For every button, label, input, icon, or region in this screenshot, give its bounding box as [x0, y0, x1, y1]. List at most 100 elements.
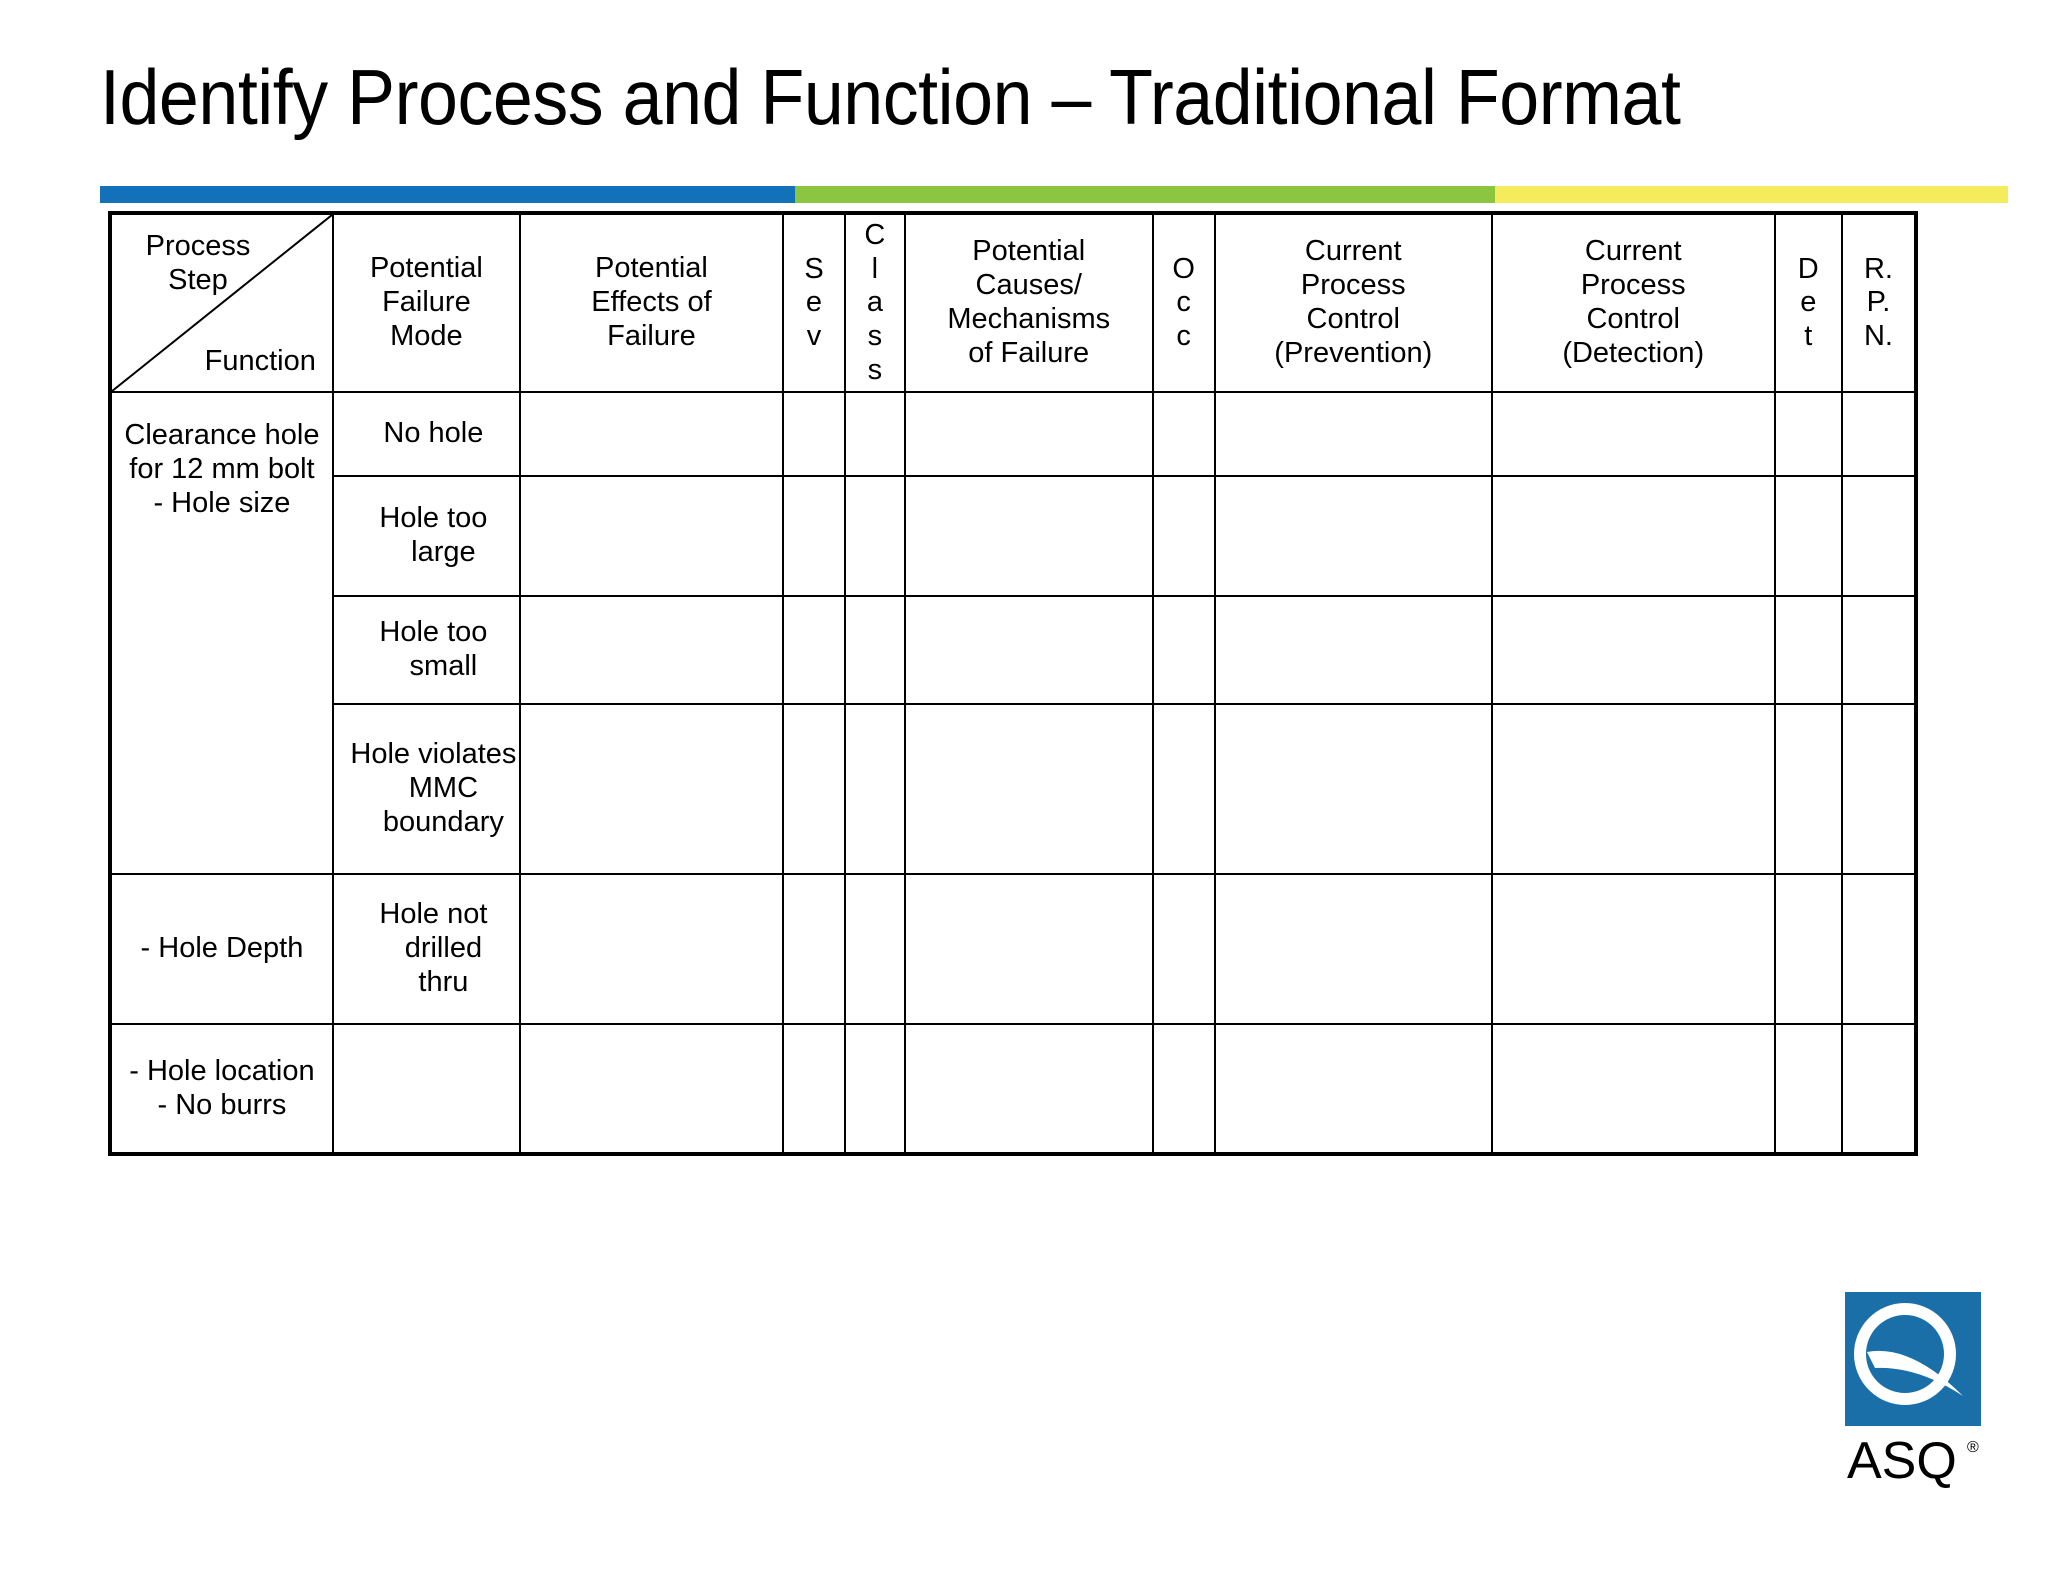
cell-effects[interactable]	[518, 595, 785, 706]
cell-det[interactable]	[1773, 595, 1843, 706]
cell-failure-mode[interactable]	[331, 1023, 521, 1156]
cell-effects[interactable]	[518, 391, 785, 478]
cell-causes[interactable]	[903, 475, 1154, 598]
cell-causes[interactable]	[903, 873, 1154, 1026]
cell-function-hole-depth[interactable]: - Hole Depth	[109, 873, 334, 1026]
header-potential-causes-mechanisms: Potential Causes/ Mechanisms of Failure	[903, 211, 1154, 394]
cell-causes[interactable]	[903, 703, 1154, 876]
cell-occ[interactable]	[1151, 873, 1216, 1026]
cell-sev[interactable]	[782, 703, 846, 876]
cell-sev[interactable]	[782, 595, 846, 706]
cell-sev[interactable]	[782, 1023, 846, 1156]
header-rpn: R. P. N.	[1840, 211, 1918, 394]
header-potential-failure-mode: Potential Failure Mode	[331, 211, 521, 394]
cell-causes[interactable]	[903, 391, 1154, 478]
hdr-fm-l2: Failure	[382, 286, 471, 319]
cell-det[interactable]	[1773, 1023, 1843, 1156]
hdr-pv-l3: Control	[1306, 303, 1401, 336]
cell-failure-mode[interactable]: Hole not drilled thru	[331, 873, 521, 1026]
cell-sev[interactable]	[782, 475, 846, 598]
cell-failure-mode[interactable]: Hole violates MMC boundary	[331, 703, 521, 876]
header-class: C l a s s	[843, 211, 906, 394]
cell-causes[interactable]	[903, 595, 1154, 706]
cell-detection[interactable]	[1490, 873, 1776, 1026]
cell-det[interactable]	[1773, 873, 1843, 1026]
hdr-dt-l3: Control	[1586, 303, 1680, 336]
hdr-det-stack: D e t	[1797, 252, 1819, 352]
cell-class[interactable]	[843, 475, 906, 598]
cell-rpn[interactable]	[1840, 1023, 1918, 1156]
cell-prevention[interactable]	[1213, 475, 1493, 598]
hdr-pv-l4: (Prevention)	[1274, 336, 1433, 369]
hdr-ca-l4: of Failure	[968, 336, 1090, 369]
cell-class[interactable]	[843, 1023, 906, 1156]
hdr-ca-l3: Mechanisms	[947, 303, 1111, 336]
hdr-ca-l1: Potential	[972, 235, 1086, 268]
cell-occ[interactable]	[1151, 475, 1216, 598]
cell-rpn[interactable]	[1840, 391, 1918, 478]
cell-function-clearance-hole[interactable]: Clearance hole for 12 mm bolt - Hole siz…	[109, 391, 334, 876]
cell-function-hole-location[interactable]: - Hole location - No burrs	[109, 1023, 334, 1156]
accent-segment-blue	[100, 186, 795, 203]
cell-prevention[interactable]	[1213, 873, 1493, 1026]
cell-rpn[interactable]	[1840, 475, 1918, 598]
cell-det[interactable]	[1773, 475, 1843, 598]
hdr-ca-l2: Causes/	[975, 269, 1082, 302]
cell-detection[interactable]	[1490, 391, 1776, 478]
cell-sev[interactable]	[782, 873, 846, 1026]
cell-failure-mode[interactable]: Hole too large	[331, 475, 521, 598]
fn-line2: - No burrs	[157, 1088, 287, 1121]
cell-rpn[interactable]	[1840, 873, 1918, 1026]
cell-occ[interactable]	[1151, 703, 1216, 876]
cell-occ[interactable]	[1151, 595, 1216, 706]
hdr-class-stack: C l a s s	[864, 219, 886, 386]
cell-class[interactable]	[843, 391, 906, 478]
fn-line3: - Hole size	[153, 486, 291, 519]
cell-effects[interactable]	[518, 703, 785, 876]
hdr-ef-l1: Potential	[595, 252, 708, 285]
cell-class[interactable]	[843, 703, 906, 876]
hdr-ef-l3: Failure	[607, 320, 696, 353]
cell-class[interactable]	[843, 595, 906, 706]
cell-detection[interactable]	[1490, 1023, 1776, 1156]
cell-rpn[interactable]	[1840, 595, 1918, 706]
cell-detection[interactable]	[1490, 703, 1776, 876]
cell-causes[interactable]	[903, 1023, 1154, 1156]
cell-prevention[interactable]	[1213, 595, 1493, 706]
header-process-step-label: Process Step	[130, 229, 266, 297]
cell-detection[interactable]	[1490, 595, 1776, 706]
cell-detection[interactable]	[1490, 475, 1776, 598]
asq-q-mark-icon	[1845, 1292, 1981, 1426]
page-title: Identify Process and Function – Traditio…	[100, 53, 1681, 141]
table-row: Hole too small	[110, 595, 1918, 706]
cell-prevention[interactable]	[1213, 391, 1493, 478]
table-header-row: Process Step Function Potential Failure …	[109, 211, 1918, 394]
asq-logo: ASQ ®	[1845, 1292, 1997, 1490]
cell-occ[interactable]	[1151, 1023, 1216, 1156]
cell-prevention[interactable]	[1213, 1023, 1493, 1156]
accent-segment-yellow	[1495, 186, 2008, 203]
cell-det[interactable]	[1773, 391, 1843, 478]
cell-class[interactable]	[843, 873, 906, 1026]
cell-effects[interactable]	[518, 1023, 785, 1156]
table-row: Clearance hole for 12 mm bolt - Hole siz…	[109, 391, 1918, 876]
svg-text:®: ®	[1967, 1439, 1979, 1456]
hdr-sev-stack: S e v	[804, 252, 824, 352]
header-ps-line1: Process	[145, 230, 251, 262]
hdr-pv-l2: Process	[1300, 269, 1406, 302]
cell-effects[interactable]	[518, 873, 785, 1026]
cell-effects[interactable]	[518, 475, 785, 598]
cell-det[interactable]	[1773, 703, 1843, 876]
hdr-dt-l1: Current	[1584, 235, 1682, 268]
svg-text:ASQ: ASQ	[1847, 1432, 1957, 1488]
cell-rpn[interactable]	[1840, 703, 1918, 876]
cell-occ[interactable]	[1151, 391, 1216, 478]
fn-line1: Clearance hole	[124, 419, 320, 452]
fn-line1: - Hole location	[129, 1054, 315, 1087]
cell-prevention[interactable]	[1213, 703, 1493, 876]
cell-failure-mode[interactable]: No hole	[331, 391, 521, 478]
cell-sev[interactable]	[782, 391, 846, 478]
accent-segment-green	[795, 186, 1495, 203]
header-current-process-control-detection: Current Process Control (Detection)	[1490, 211, 1776, 394]
cell-failure-mode[interactable]: Hole too small	[331, 595, 521, 706]
